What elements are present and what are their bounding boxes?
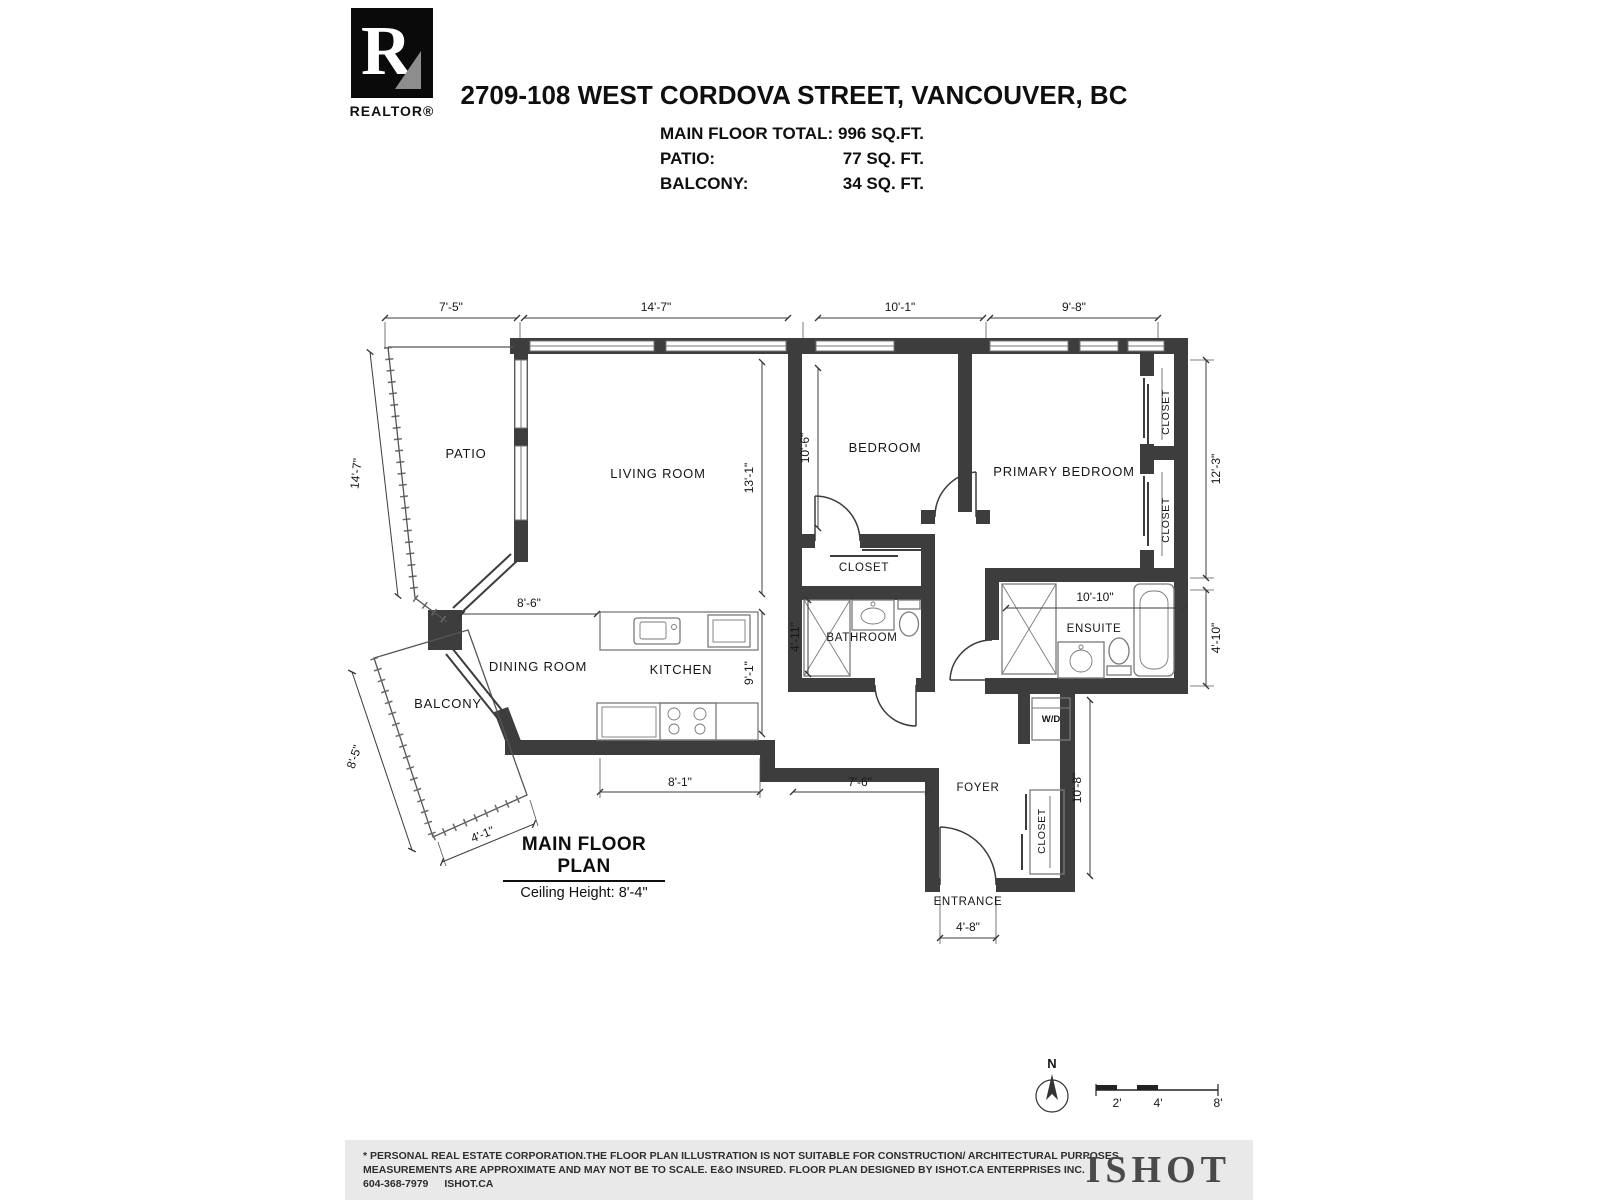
dim-bedroom-top: 10'-1"	[885, 300, 916, 314]
sliding-doors	[445, 378, 1149, 870]
room-label-foyer: FOYER	[956, 782, 999, 794]
room-label-bedroom: BEDROOM	[849, 440, 922, 455]
stat-patio: PATIO: 77 SQ. FT.	[660, 149, 924, 169]
dim-patio-left: 14'-7"	[347, 458, 364, 490]
room-label-balcony: BALCONY	[414, 696, 482, 711]
dim-primary-right: 12'-3"	[1209, 454, 1223, 485]
room-label-closet-mid-right: CLOSET	[1160, 497, 1172, 543]
scale-label-4ft: 4'	[1154, 1096, 1163, 1110]
dim-dining-width: 8'-6"	[517, 596, 541, 610]
footer-phone: 604-368-7979	[363, 1178, 429, 1190]
realtor-wordmark: REALTOR®	[349, 103, 435, 119]
room-label-closet-top-right: CLOSET	[1160, 389, 1172, 435]
dim-ensuite-right: 4'-10"	[1209, 623, 1223, 654]
stat-label: BALCONY:	[660, 174, 749, 193]
stat-main-floor: MAIN FLOOR TOTAL: 996 SQ.FT.	[660, 124, 924, 144]
stat-balcony: BALCONY: 34 SQ. FT.	[660, 174, 924, 194]
north-compass: N	[1035, 1056, 1069, 1113]
dim-primary-top: 9'-8"	[1062, 300, 1086, 314]
plan-caption-ceiling-height: Ceiling Height: 8'-4"	[520, 885, 648, 901]
dim-foyer-height: 10'-8"	[1070, 773, 1084, 804]
ensuite-fixtures	[1001, 583, 1175, 679]
stat-value: 996 SQ.FT.	[838, 124, 924, 143]
compass-needle-icon	[1046, 1074, 1058, 1100]
scale-label-8ft: 8'	[1214, 1096, 1223, 1110]
dim-hall-bottom: 7'-6"	[848, 775, 872, 789]
room-labels: PATIO LIVING ROOM BEDROOM PRIMARY BEDROO…	[414, 389, 1172, 908]
plan-caption-title: MAIN FLOOR PLAN	[503, 834, 665, 882]
footer-bar: * PERSONAL REAL ESTATE CORPORATION.THE F…	[345, 1140, 1253, 1200]
room-label-kitchen: KITCHEN	[650, 662, 713, 677]
kitchen-fixtures	[596, 611, 759, 741]
stat-label: MAIN FLOOR TOTAL:	[660, 124, 834, 143]
realtor-logo-triangle-icon	[395, 51, 421, 89]
washer-dryer-unit	[1031, 697, 1071, 741]
dim-kitchen-height: 9'-1"	[742, 661, 756, 685]
dim-bathroom-height: 4'-11"	[788, 622, 802, 652]
dim-entrance-width: 4'-8"	[956, 920, 980, 934]
footer-line-1: * PERSONAL REAL ESTATE CORPORATION.THE F…	[363, 1150, 1122, 1162]
room-label-washer-dryer: W/D	[1042, 714, 1061, 725]
room-label-closet-foyer: CLOSET	[1036, 808, 1048, 854]
footer-disclaimer: * PERSONAL REAL ESTATE CORPORATION.THE F…	[363, 1149, 1122, 1191]
dim-balcony-bottom: 4'-1"	[469, 823, 496, 845]
dim-living-top: 14'-7"	[641, 300, 672, 314]
room-label-dining-room: DINING ROOM	[489, 659, 587, 674]
dim-patio-top: 7'-5"	[439, 300, 463, 314]
plan-caption: MAIN FLOOR PLAN Ceiling Height: 8'-4"	[503, 834, 665, 901]
north-label: N	[1047, 1056, 1056, 1071]
dim-kitchen-bottom: 8'-1"	[668, 775, 692, 789]
closet-fixtures	[1029, 368, 1163, 875]
ishot-logo: ISHOT	[1085, 1149, 1231, 1191]
stat-value: 34 SQ. FT.	[842, 174, 924, 193]
room-label-entrance: ENTRANCE	[934, 896, 1003, 908]
area-stats: MAIN FLOOR TOTAL: 996 SQ.FT. PATIO: 77 S…	[660, 124, 924, 199]
realtor-logo: R REALTOR®	[345, 8, 439, 119]
footer-site: ISHOT.CA	[444, 1178, 494, 1190]
stat-label: PATIO:	[660, 149, 716, 168]
footer-line-3: 604-368-7979 ISHOT.CA	[363, 1177, 1122, 1191]
dim-bedroom-height: 10'-6"	[798, 433, 812, 464]
windows	[514, 340, 1165, 521]
room-label-ensuite: ENSUITE	[1067, 623, 1122, 635]
room-label-closet-bedroom: CLOSET	[839, 562, 889, 574]
page-title: 2709-108 WEST CORDOVA STREET, VANCOUVER,…	[460, 80, 1128, 110]
bathroom-fixtures	[803, 599, 921, 677]
room-label-primary-bedroom: PRIMARY BEDROOM	[993, 464, 1135, 479]
room-label-patio: PATIO	[445, 446, 486, 461]
footer-line-2: MEASUREMENTS ARE APPROXIMATE AND MAY NOT…	[363, 1164, 1085, 1176]
room-label-living-room: LIVING ROOM	[610, 466, 705, 481]
dim-ensuite-width: 10'-10"	[1076, 590, 1113, 604]
dimension-lines	[347, 314, 1210, 942]
dim-living-height: 13'-1"	[742, 463, 756, 494]
stat-value: 77 SQ. FT.	[842, 149, 924, 168]
scale-label-2ft: 2'	[1113, 1096, 1122, 1110]
scale-bar: 2' 4' 8'	[1095, 1084, 1223, 1110]
dimension-labels: 7'-5" 14'-7" 10'-1" 9'-8" 12'-3" 4'-10" …	[344, 300, 1223, 934]
room-label-bathroom: BATHROOM	[826, 632, 897, 644]
swing-doors	[814, 471, 997, 886]
realtor-logo-box: R	[351, 8, 433, 98]
dim-balcony-left: 8'-5"	[344, 743, 365, 770]
